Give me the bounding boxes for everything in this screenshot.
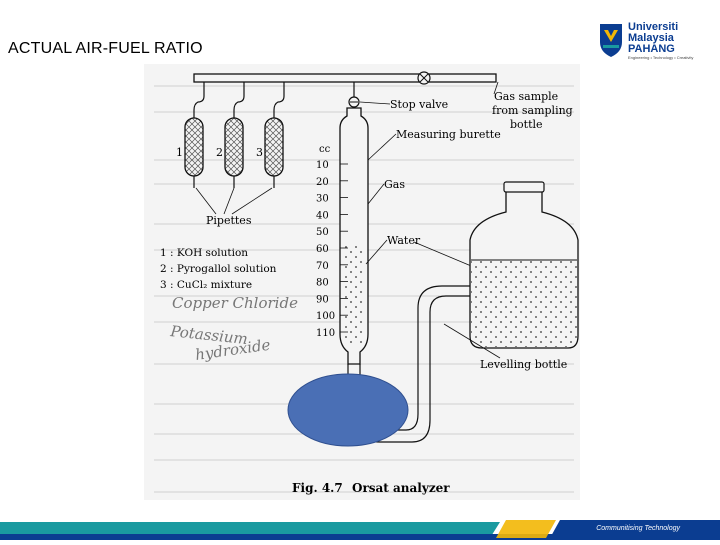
legend-item-1: 1 : KOH solution xyxy=(160,247,248,259)
pipette-3 xyxy=(264,117,284,188)
levelling-bottle-leader xyxy=(443,323,501,359)
footer-tagline: Communitising Technology xyxy=(596,525,680,532)
handwritten-notes: Copper Chloride Potassium hydroxide xyxy=(169,294,298,364)
from-sampling-label: from sampling xyxy=(492,104,573,117)
manifold-pipe xyxy=(193,73,497,83)
scale-label: 60 xyxy=(316,244,329,255)
scale-label: 70 xyxy=(316,261,329,272)
pipette-number-1: 1 xyxy=(176,146,183,159)
scale-label: 20 xyxy=(316,177,329,188)
blue-marker-blob xyxy=(287,373,409,447)
legend-item-3: 3 : CuCl₂ mixture xyxy=(160,279,252,291)
pipette-connectors xyxy=(193,82,285,118)
gas-sample-label: Gas sample xyxy=(494,90,558,103)
logo-line-3: PAHANG xyxy=(628,43,675,55)
figure-caption-title: Orsat analyzer xyxy=(352,481,450,495)
scale-label: 50 xyxy=(316,227,329,238)
slide-title: ACTUAL AIR-FUEL RATIO xyxy=(8,40,203,57)
stop-valve-icon xyxy=(417,71,431,85)
logo-line-2: Malaysia xyxy=(628,32,674,44)
scale-label: 110 xyxy=(316,328,335,339)
gas-label: Gas xyxy=(384,178,405,191)
water-label: Water xyxy=(387,234,421,247)
legend-item-2: 2 : Pyrogallol solution xyxy=(160,263,277,275)
logo-line-1: Universiti xyxy=(628,21,679,33)
scale-label: 80 xyxy=(316,278,329,289)
pipettes-leaders xyxy=(195,187,273,215)
scale-label: 30 xyxy=(316,194,329,205)
scale-label: 10 xyxy=(316,160,329,171)
pipettes-label: Pipettes xyxy=(206,214,252,227)
bottle-label: bottle xyxy=(510,118,543,131)
figure-caption-prefix: Fig. 4.7 xyxy=(292,481,343,495)
stop-valve-label: Stop valve xyxy=(390,98,448,111)
levelling-bottle xyxy=(469,181,579,349)
logo-tagline: Engineering • Technology • Creativity xyxy=(628,55,694,60)
footer-graphic xyxy=(0,520,720,540)
levelling-bottle-label: Levelling bottle xyxy=(480,358,567,371)
cc-label: cc xyxy=(319,144,331,155)
scale-label: 90 xyxy=(316,294,329,305)
handwritten-copper-chloride: Copper Chloride xyxy=(172,294,298,312)
measuring-burette-label: Measuring burette xyxy=(396,128,501,141)
scale-label: 40 xyxy=(316,210,329,221)
gas-sample-leader xyxy=(493,81,499,95)
footer-bar: Communitising Technology xyxy=(0,510,720,540)
university-logo: Universiti Malaysia PAHANG Engineering •… xyxy=(598,22,708,66)
measuring-burette xyxy=(339,107,369,365)
pipette-2 xyxy=(224,117,244,188)
shield-icon xyxy=(600,24,622,57)
pipette-number-3: 3 xyxy=(256,146,263,159)
burette-stop-valve-icon xyxy=(348,82,360,108)
orsat-diagram: 1 2 3 Pipettes 1 : KOH solution 2 : Pyro… xyxy=(154,71,579,495)
burette-scale: 10 20 30 40 50 60 70 80 90 100 110 xyxy=(316,160,348,339)
orsat-figure: 1 2 3 Pipettes 1 : KOH solution 2 : Pyro… xyxy=(144,64,580,500)
pipette-1 xyxy=(184,117,204,188)
pipette-number-2: 2 xyxy=(216,146,223,159)
burette-leaders xyxy=(359,101,477,269)
scale-label: 100 xyxy=(316,311,335,322)
